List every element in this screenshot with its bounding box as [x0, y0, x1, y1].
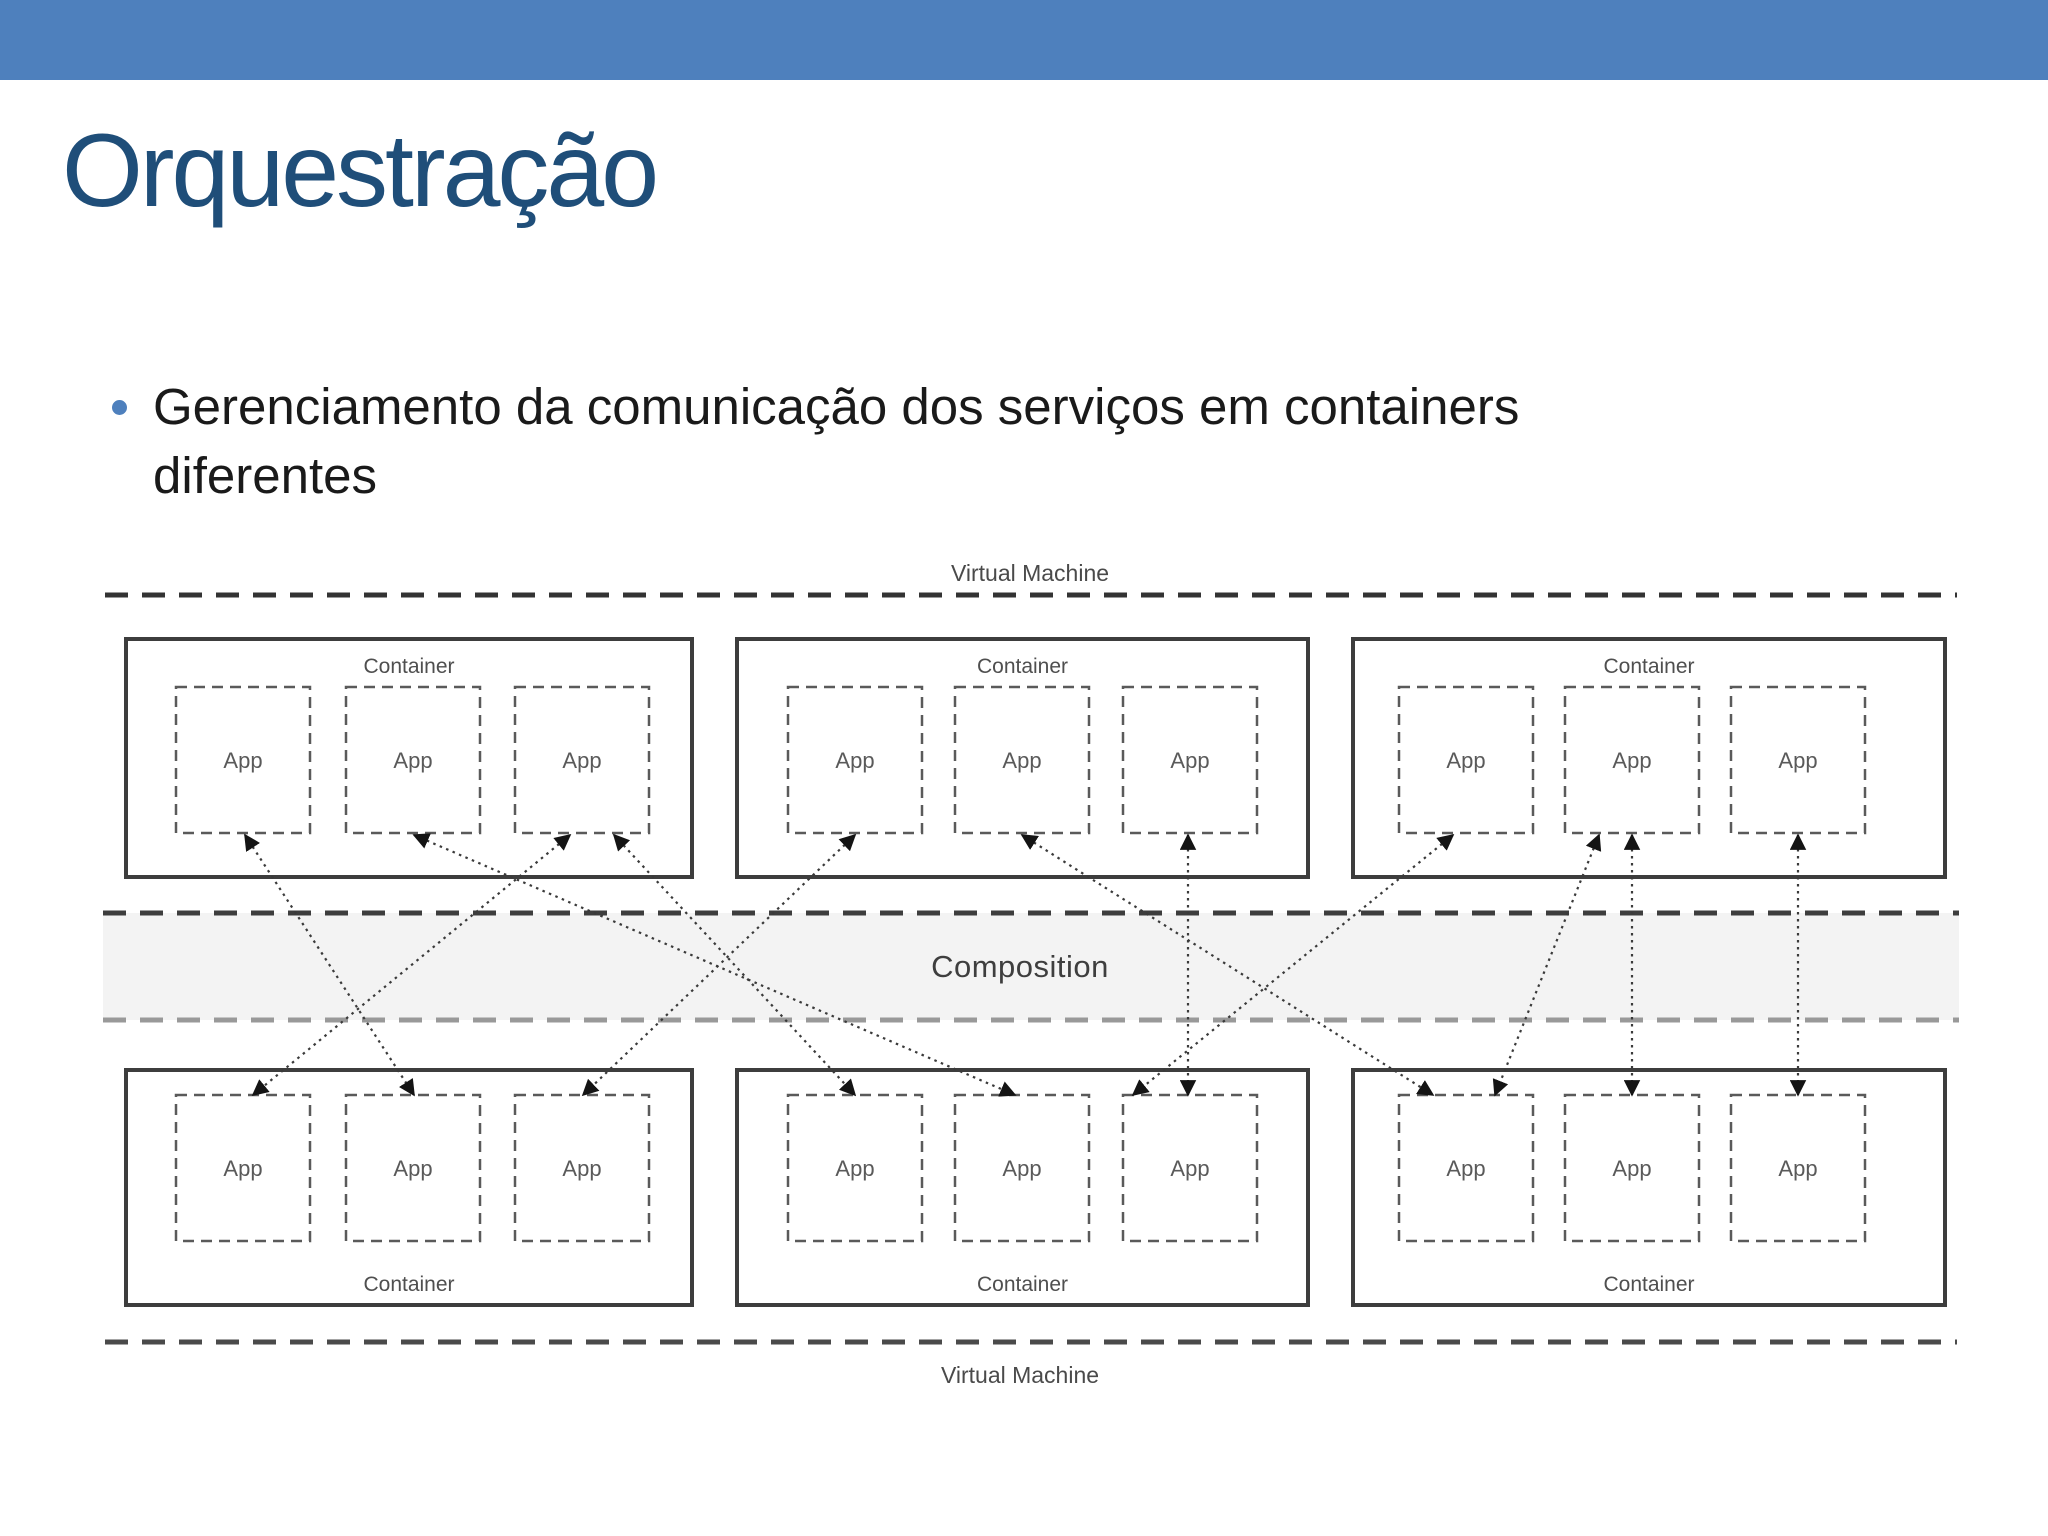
virtual-machine-label-top: Virtual Machine: [951, 560, 1109, 586]
orchestration-diagram: Virtual Machine Composition Virtual Mach…: [103, 560, 1959, 1388]
app-box: [953, 685, 1091, 835]
container-label: Container: [977, 1273, 1068, 1296]
composition-label: Composition: [931, 949, 1109, 984]
app-box: [174, 685, 312, 835]
app-label: App: [223, 748, 262, 773]
app-label: App: [1002, 748, 1041, 773]
app-communication-arrow: [1131, 833, 1455, 1097]
app-label: App: [1170, 1156, 1209, 1181]
app-label: App: [835, 748, 874, 773]
app-box: [1563, 685, 1701, 835]
app-label: App: [1446, 748, 1485, 773]
slide-title: Orquestração: [62, 113, 659, 229]
app-box: [1729, 1093, 1867, 1243]
app-box: [1397, 685, 1535, 835]
top-accent-bar: [0, 0, 2048, 80]
container-box: [1351, 637, 1947, 879]
app-box: [786, 685, 924, 835]
bullet-text: Gerenciamento da comunicação dos serviço…: [153, 372, 1519, 511]
container-box: [1351, 1068, 1947, 1307]
app-label: App: [1446, 1156, 1485, 1181]
app-box: [1121, 1093, 1259, 1243]
app-box: [1729, 685, 1867, 835]
app-box: [1121, 685, 1259, 835]
app-box: [786, 1093, 924, 1243]
app-label: App: [562, 748, 601, 773]
bullet-line-1: Gerenciamento da comunicação dos serviço…: [153, 378, 1520, 435]
virtual-machine-label-bottom: Virtual Machine: [941, 1362, 1099, 1388]
container-box: [124, 1068, 694, 1307]
container-box: [735, 1068, 1310, 1307]
app-box: [174, 1093, 312, 1243]
app-label: App: [393, 748, 432, 773]
bullet-item: Gerenciamento da comunicação dos serviço…: [112, 372, 1519, 511]
app-label: App: [562, 1156, 601, 1181]
app-box: [1563, 1093, 1701, 1243]
container-group-bottom-3: Container App App App: [1351, 1068, 1947, 1307]
app-box: [953, 1093, 1091, 1243]
container-label: Container: [977, 655, 1068, 678]
bullet-line-2: diferentes: [153, 447, 377, 505]
app-label: App: [1170, 748, 1209, 773]
app-label: App: [223, 1156, 262, 1181]
container-label: Container: [363, 655, 454, 678]
app-label: App: [1612, 748, 1651, 773]
app-box: [1397, 1093, 1535, 1243]
app-communication-arrow: [1492, 833, 1602, 1097]
app-box: [344, 685, 482, 835]
app-label: App: [1002, 1156, 1041, 1181]
app-box: [513, 1093, 651, 1243]
container-group-bottom-1: Container App App App: [124, 1068, 694, 1307]
container-label: Container: [1603, 655, 1694, 678]
app-label: App: [1612, 1156, 1651, 1181]
app-label: App: [1778, 748, 1817, 773]
container-label: Container: [363, 1273, 454, 1296]
app-communication-arrow: [251, 833, 572, 1097]
app-label: App: [835, 1156, 874, 1181]
bullet-dot: [112, 400, 127, 415]
app-box: [513, 685, 651, 835]
app-box: [344, 1093, 482, 1243]
app-label: App: [1778, 1156, 1817, 1181]
container-label: Container: [1603, 1273, 1694, 1296]
container-group-bottom-2: Container App App App: [735, 1068, 1310, 1307]
app-label: App: [393, 1156, 432, 1181]
